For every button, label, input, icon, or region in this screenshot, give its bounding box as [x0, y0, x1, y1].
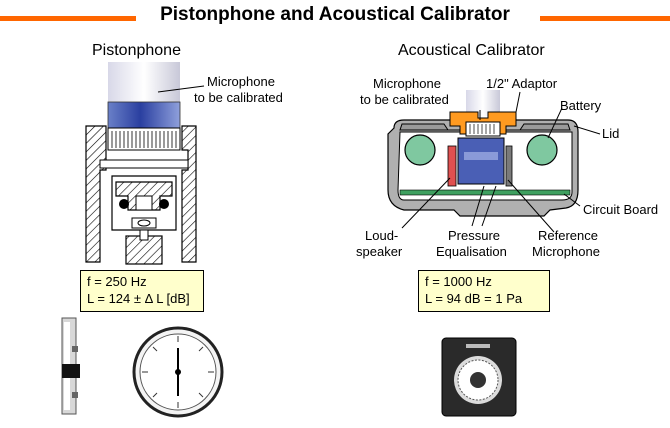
calibrator-loudspeaker [447, 145, 457, 187]
calibrator-heading: Acoustical Calibrator [398, 42, 545, 59]
adaptor-label: 1/2" Adaptor [486, 76, 558, 91]
pressure-equalisation-label-line2: Equalisation [436, 244, 507, 259]
pistonphone-info-box: f = 250 Hz L = 124 ± Δ L [dB] [80, 270, 204, 312]
calibrator-mic-label-line2: to be calibrated [360, 92, 449, 107]
calibrator-frequency: f = 1000 Hz [425, 274, 492, 289]
pistonphone-plate [99, 159, 189, 169]
lid-label: Lid [602, 126, 620, 141]
calibrator-mic-label-line1: Microphone [373, 76, 441, 91]
calibrator-lid [399, 123, 571, 131]
pistonphone-photo [61, 317, 80, 415]
pistonphone-heading: Pistonphone [92, 42, 181, 59]
pistonphone-microphone-shaft [108, 62, 180, 102]
battery-label: Battery [560, 98, 602, 113]
calibrator-coupler [457, 137, 505, 185]
pistonphone-dial-photo [132, 326, 224, 418]
calibrator-level: L = 94 dB = 1 Pa [425, 291, 523, 306]
battery-right [526, 134, 558, 166]
calibrator-info-box: f = 1000 Hz L = 94 dB = 1 Pa [418, 270, 550, 312]
reference-microphone-label-line1: Reference [538, 228, 598, 243]
loudspeaker-label-line1: Loud- [365, 228, 399, 243]
pistonphone-housing-left [85, 125, 107, 263]
title-bar-left [0, 16, 136, 21]
pistonphone-mic-label-line2: to be calibrated [194, 90, 283, 105]
calibrator-microphone-grid [465, 121, 501, 137]
pistonphone-mic-pointer [157, 85, 205, 93]
pistonphone-microphone-capsule [107, 101, 181, 129]
pistonphone-diagram [85, 62, 205, 265]
loudspeaker-label-line2: speaker [356, 244, 403, 259]
reference-microphone-label-line2: Microphone [532, 244, 600, 259]
pistonphone-level: L = 124 ± Δ L [dB] [87, 291, 190, 306]
circuit-board-label: Circuit Board [583, 202, 659, 217]
pistonphone-frequency: f = 250 Hz [87, 274, 147, 289]
battery-left [404, 134, 436, 166]
page-title: Pistonphone and Acoustical Calibrator [160, 4, 510, 25]
title-bar-right [540, 16, 670, 21]
pressure-equalisation-label-line1: Pressure [448, 228, 501, 243]
pistonphone-housing-right [181, 125, 197, 263]
calibrator-photo [441, 337, 517, 417]
calibrator-circuit-board [399, 189, 571, 196]
pistonphone-mic-label-line1: Microphone [207, 74, 275, 89]
calibrator-diagram [387, 90, 601, 233]
